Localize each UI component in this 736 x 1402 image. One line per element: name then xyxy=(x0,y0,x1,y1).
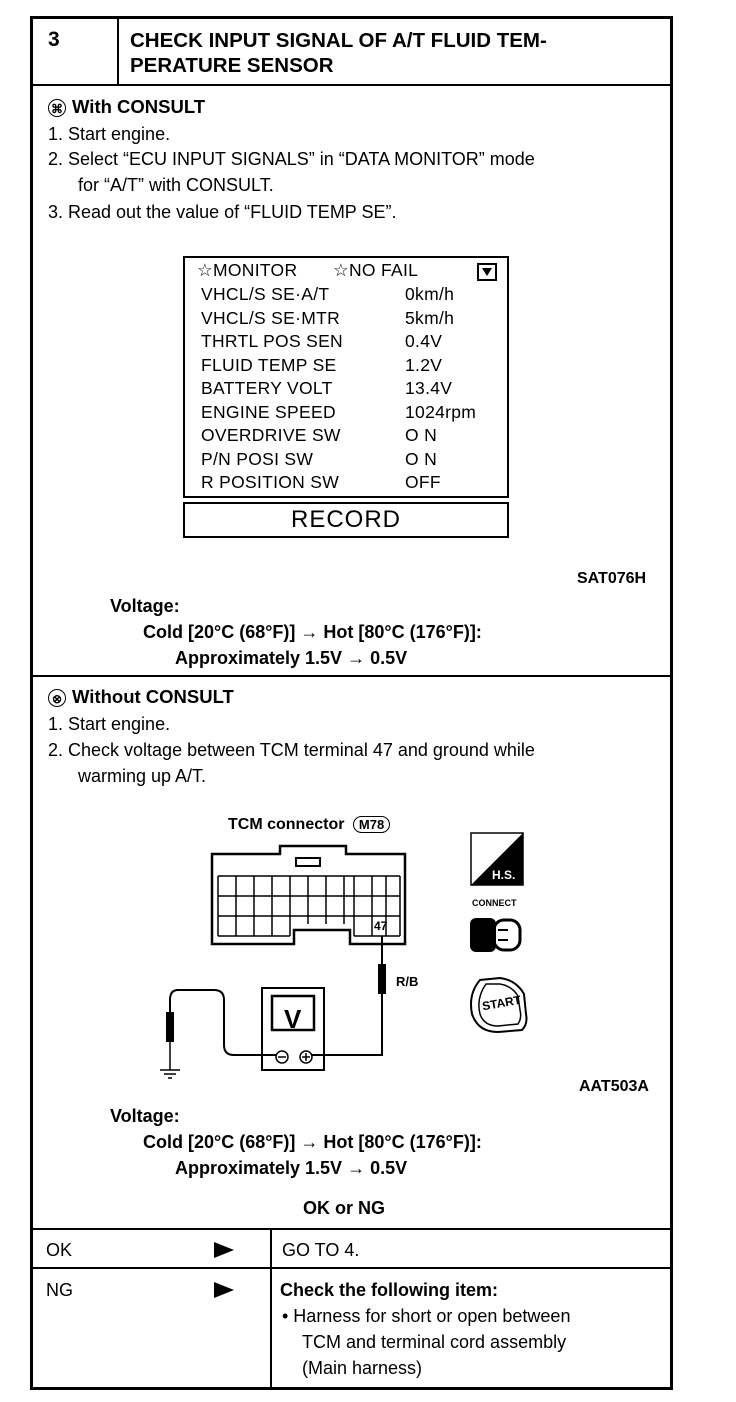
connector-code-badge: M78 xyxy=(352,816,391,833)
voltage-spec-1-line2: Approximately 1.5V → 0.5V xyxy=(175,648,408,668)
monitor-row-value: O N xyxy=(405,425,438,445)
monitor-row-value: 1024rpm xyxy=(405,401,477,422)
voltage-spec-2-line1: Cold [20°C (68°F)] → Hot [80°C (176°F)]: xyxy=(143,1132,482,1152)
header-divider xyxy=(31,84,673,86)
consult-icon: ⌘ xyxy=(48,99,66,118)
results-column-divider xyxy=(270,1229,272,1389)
monitor-row-value: O N xyxy=(405,448,438,469)
hs-icon-label: H.S. xyxy=(492,868,516,882)
terminal-47-label: 47 xyxy=(374,919,388,933)
monitor-row-label: OVERDRIVE SW xyxy=(201,425,341,445)
figure-code-aat503a: AAT503A xyxy=(579,1078,649,1095)
monitor-header-right: ☆NO FAIL xyxy=(333,260,419,280)
wire-color-label: R/B xyxy=(396,974,419,989)
monitor-row-label: VHCL/S SE·A/T xyxy=(201,284,330,304)
result-ng-action-title: Check the following item: xyxy=(280,1280,499,1300)
monitor-row-value: 0.4V xyxy=(405,331,443,351)
record-button[interactable]: RECORD xyxy=(183,502,509,538)
without-consult-step-2-cont: warming up A/T. xyxy=(78,766,207,786)
with-consult-heading: ⌘With CONSULT xyxy=(48,96,205,118)
monitor-row-value: 1.2V xyxy=(405,354,443,375)
without-consult-step-1: 1. Start engine. xyxy=(48,714,171,734)
connect-icon xyxy=(468,910,526,965)
voltage-spec-2-line2: Approximately 1.5V → 0.5V xyxy=(175,1158,408,1178)
connect-label: CONNECT xyxy=(472,898,517,908)
page-frame xyxy=(30,16,673,1390)
results-row-divider xyxy=(31,1267,673,1269)
without-consult-step-2: 2. Check voltage between TCM terminal 47… xyxy=(48,740,535,760)
result-ok-action: GO TO 4. xyxy=(282,1240,360,1260)
monitor-row-value: OFF xyxy=(405,472,441,492)
section-divider xyxy=(31,675,673,677)
monitor-row-label: FLUID TEMP SE xyxy=(201,354,337,375)
no-consult-icon: ⊗ xyxy=(48,689,66,708)
without-consult-heading: ⊗Without CONSULT xyxy=(48,686,234,708)
start-key-icon: START xyxy=(466,974,532,1036)
with-consult-step-2-cont: for “A/T” with CONSULT. xyxy=(78,175,274,195)
monitor-row-label: R POSITION SW xyxy=(201,472,340,492)
voltage-label-1: Voltage: xyxy=(110,596,180,616)
with-consult-step-2: 2. Select “ECU INPUT SIGNALS” in “DATA M… xyxy=(48,149,535,169)
result-ok-label: OK xyxy=(46,1240,73,1260)
monitor-row-value: 0km/h xyxy=(405,284,455,304)
result-ng-arrow-icon xyxy=(212,1282,234,1303)
result-question: OK or NG xyxy=(303,1198,386,1218)
monitor-header-left: ☆MONITOR xyxy=(197,260,298,280)
monitor-row-label: THRTL POS SEN xyxy=(201,331,343,351)
results-top-divider xyxy=(31,1228,673,1230)
result-ng-action-line3: (Main harness) xyxy=(302,1358,423,1378)
with-consult-step-1: 1. Start engine. xyxy=(48,124,171,144)
monitor-row-value: 5km/h xyxy=(405,307,455,328)
voltage-spec-1-line1: Cold [20°C (68°F)] → Hot [80°C (176°F)]: xyxy=(143,622,482,642)
step-number: 3 xyxy=(48,28,60,51)
step-title: CHECK INPUT SIGNAL OF A/T FLUID TEM- PER… xyxy=(130,28,650,78)
step-title-line2: PERATURE SENSOR xyxy=(130,54,334,77)
result-ng-action-line2: TCM and terminal cord assembly xyxy=(302,1332,567,1352)
result-ok-arrow-icon xyxy=(212,1242,234,1263)
step-title-line1: CHECK INPUT SIGNAL OF A/T FLUID TEM- xyxy=(130,29,547,52)
voltage-label-2: Voltage: xyxy=(110,1106,180,1126)
result-ng-label: NG xyxy=(46,1280,73,1300)
figure-code-sat076h: SAT076H xyxy=(577,570,647,587)
step-number-divider xyxy=(117,17,119,85)
monitor-row-label: ENGINE SPEED xyxy=(201,401,336,422)
scroll-down-icon[interactable] xyxy=(477,263,497,281)
voltmeter-symbol: V xyxy=(284,1004,302,1034)
monitor-row-value: 13.4V xyxy=(405,378,453,398)
monitor-row-label: VHCL/S SE·MTR xyxy=(201,307,341,328)
monitor-row-label: P/N POSI SW xyxy=(201,448,314,469)
result-ng-action-line1: • Harness for short or open between xyxy=(282,1306,571,1326)
with-consult-step-3: 3. Read out the value of “FLUID TEMP SE”… xyxy=(48,202,397,222)
hs-icon: H.S. xyxy=(470,832,524,886)
tcm-connector-label: TCM connector M78 xyxy=(228,816,391,834)
monitor-row-label: BATTERY VOLT xyxy=(201,378,333,398)
tcm-connector-diagram xyxy=(160,844,407,1079)
